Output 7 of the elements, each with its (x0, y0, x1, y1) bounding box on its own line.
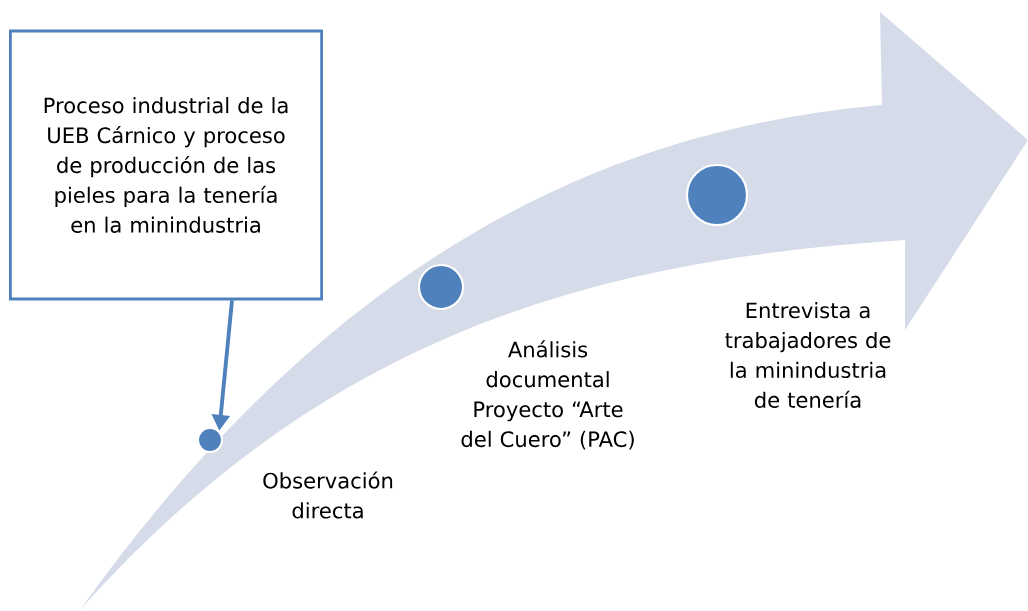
node-label: Análisis documental Proyecto “Arte del Cuero” (PAC) (461, 340, 634, 450)
node-label: Entrevista a trabajadores de la minindustria de tenería (725, 302, 891, 408)
text-box: Proceso industrial de la UEB Cárnico y proceso de producción de las pieles para la tenería en la minindustria (9, 29, 323, 301)
circle-marker (685, 163, 749, 227)
node-label: Observación directa (263, 471, 393, 519)
circle-marker (417, 263, 465, 311)
circle-marker (196, 426, 224, 454)
